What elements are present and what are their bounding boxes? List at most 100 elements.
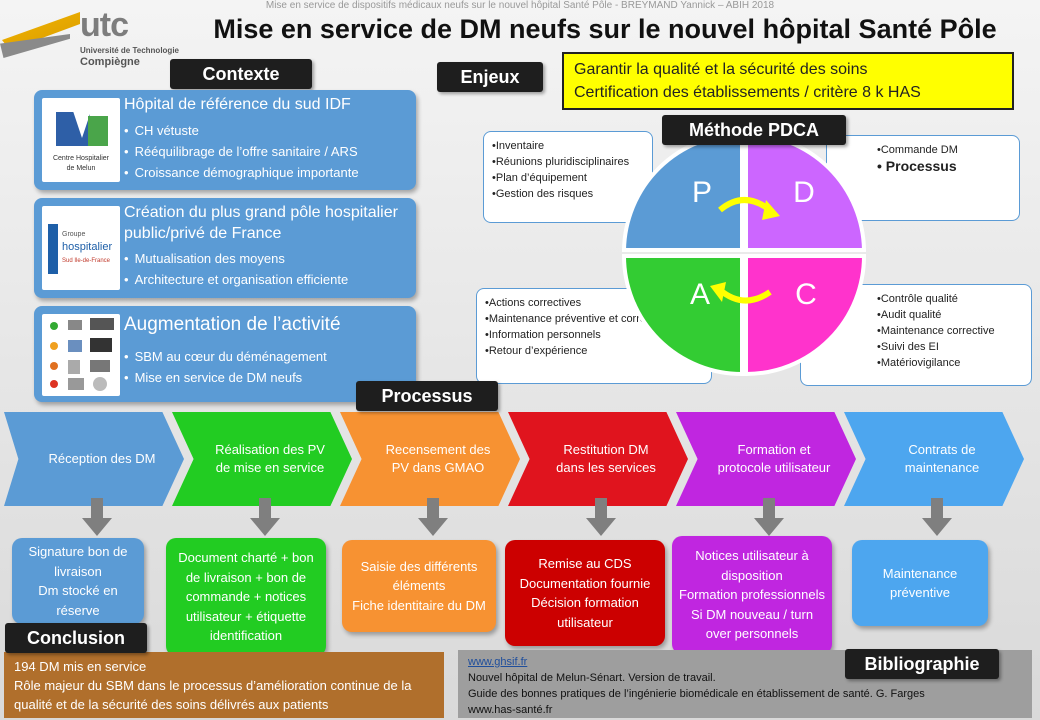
hospital-building-icon: Centre Hospitalier de Melun xyxy=(53,108,110,172)
down-arrow-icon xyxy=(922,498,952,538)
pdca-letter-c: C xyxy=(795,278,817,311)
down-arrow-icon xyxy=(754,498,784,538)
process-result-5: Notices utilisateur à disposition Format… xyxy=(672,536,832,654)
down-arrow-icon xyxy=(418,498,448,538)
group-logo-image: Groupe hospitalier Sud Ile-de-France xyxy=(42,206,120,290)
process-down-arrows xyxy=(0,498,1040,542)
pdca-letter-p: P xyxy=(692,176,712,209)
list-item: Gestion des risques xyxy=(492,186,644,202)
svg-text:Sud Ile-de-France: Sud Ile-de-France xyxy=(62,258,111,264)
bibliography-entry: Guide des bonnes pratiques de l’ingénier… xyxy=(468,688,925,700)
context-card-list: Mutualisation des moyens Architecture et… xyxy=(124,248,349,290)
context-card-activity: Augmentation de l’activité SBM au cœur d… xyxy=(34,306,416,402)
conclusion-line: 194 DM mis en service xyxy=(14,659,147,674)
medical-devices-image xyxy=(42,314,120,396)
list-item: Audit qualité xyxy=(877,307,1023,323)
context-card-list: CH vétuste Rééquilibrage de l’offre sani… xyxy=(124,120,359,183)
cycle-arrow-top-head-icon xyxy=(762,200,780,220)
list-item: Actions correctives xyxy=(485,295,703,311)
processus-label: Processus xyxy=(356,381,498,411)
enjeux-label: Enjeux xyxy=(437,62,543,92)
list-item: Croissance démographique importante xyxy=(124,162,359,183)
process-result-text: Saisie des différents éléments Fiche ide… xyxy=(352,558,486,613)
process-result-6: Maintenance préventive xyxy=(852,540,988,626)
logo-subtitle: Université de Technologie xyxy=(80,46,179,55)
process-result-text: Maintenance préventive xyxy=(882,565,958,601)
cycle-arrow-bottom-icon xyxy=(718,287,772,304)
process-result-1: Signature bon de livraison Dm stocké en … xyxy=(12,538,144,624)
process-step-1: Réception des DM xyxy=(4,412,184,506)
process-step-label: Réalisation des PV de mise en service xyxy=(215,442,325,475)
cycle-arrow-bottom-head-icon xyxy=(710,282,726,302)
context-card-hospital: Centre Hospitalier de Melun Hôpital de r… xyxy=(34,90,416,190)
svg-text:Groupe: Groupe xyxy=(62,231,85,238)
process-result-4: Remise au CDS Documentation fournie Déci… xyxy=(505,540,665,646)
pdca-letter-a: A xyxy=(690,278,710,311)
list-item: Matériovigilance xyxy=(877,355,1023,371)
pdca-wheel: P D A C xyxy=(622,132,866,377)
list-item: Architecture et organisation efficiente xyxy=(124,269,349,290)
list-item: Plan d’équipement xyxy=(492,170,644,186)
list-item: Maintenance corrective xyxy=(877,323,1023,339)
bibliography-label: Bibliographie xyxy=(845,649,999,679)
process-step-6: Contrats de maintenance xyxy=(844,412,1024,506)
down-arrow-icon xyxy=(250,498,280,538)
list-item: Suivi des EI xyxy=(877,339,1023,355)
context-card-title: Hôpital de référence du sud IDF xyxy=(124,96,351,113)
list-item: CH vétuste xyxy=(124,120,359,141)
process-result-text: Signature bon de livraison Dm stocké en … xyxy=(28,544,128,618)
context-card-group: Groupe hospitalier Sud Ile-de-France Cré… xyxy=(34,198,416,298)
conclusion-box: 194 DM mis en service Rôle majeur du SBM… xyxy=(4,652,444,718)
top-caption: Mise en service de dispositifs médicaux … xyxy=(265,0,775,11)
bibliography-entry: Nouvel hôpital de Melun-Sénart. Version … xyxy=(468,672,716,684)
context-card-title: Augmentation de l’activité xyxy=(124,314,341,335)
bibliography-entry: www.has-santé.fr xyxy=(468,704,553,716)
hospital-logo-image: Centre Hospitalier de Melun xyxy=(42,98,120,182)
process-step-label: Restitution DM dans les services xyxy=(556,442,656,475)
process-step-4: Restitution DM dans les services xyxy=(508,412,688,506)
list-item: Inventaire xyxy=(492,138,644,154)
context-card-list: SBM au cœur du déménagement Mise en serv… xyxy=(124,346,327,388)
conclusion-line: Rôle majeur du SBM dans le processus d’a… xyxy=(14,678,412,712)
logo-name: utc xyxy=(80,6,129,44)
logo-city: Compiègne xyxy=(80,56,140,68)
process-result-2: Document charté + bon de livraison + bon… xyxy=(166,538,326,656)
pdca-plan-callout: Inventaire Réunions pluridisciplinaires … xyxy=(483,131,653,223)
list-item: Information personnels xyxy=(485,327,703,343)
svg-text:de Melun: de Melun xyxy=(67,165,96,172)
process-result-text: Remise au CDS Documentation fournie Déci… xyxy=(519,556,651,630)
process-step-label: Réception des DM xyxy=(48,451,156,466)
list-item: Mise en service de DM neufs xyxy=(124,367,327,388)
process-step-5: Formation et protocole utilisateur xyxy=(676,412,856,506)
utc-logo: utc Université de Technologie Compiègne xyxy=(0,6,190,68)
conclusion-label: Conclusion xyxy=(5,623,147,653)
enjeux-box: Garantir la qualité et la sécurité des s… xyxy=(562,52,1014,110)
process-result-text: Document charté + bon de livraison + bon… xyxy=(178,550,314,644)
svg-text:Centre Hospitalier: Centre Hospitalier xyxy=(53,155,110,162)
list-item: Mutualisation des moyens xyxy=(124,248,348,269)
medical-devices-icon xyxy=(50,318,114,391)
pdca-do-callout: Commande DM Processus xyxy=(826,135,1020,221)
pdca-quadrant-a xyxy=(622,254,744,377)
group-hospital-icon: Groupe hospitalier Sud Ile-de-France xyxy=(48,224,112,274)
bibliography-link[interactable]: www.ghsif.fr xyxy=(468,656,528,668)
process-step-label: Contrats de maintenance xyxy=(904,442,980,475)
down-arrow-icon xyxy=(586,498,616,538)
list-item: Rééquilibrage de l’offre sanitaire / ARS xyxy=(124,141,359,162)
process-step-label: Formation et protocole utilisateur xyxy=(717,442,831,475)
list-item-emphasis: Processus xyxy=(877,158,1011,174)
contexte-label: Contexte xyxy=(170,59,312,89)
enjeux-line: Certification des établissements / critè… xyxy=(574,84,921,101)
list-item: Réunions pluridisciplinaires xyxy=(492,154,644,170)
down-arrow-icon xyxy=(82,498,112,538)
enjeux-line: Garantir la qualité et la sécurité des s… xyxy=(574,61,868,78)
poster-title: Mise en service de DM neufs sur le nouve… xyxy=(213,14,997,44)
pdca-quadrant-p xyxy=(622,132,744,252)
pdca-letter-d: D xyxy=(793,176,815,209)
list-item: SBM au cœur du déménagement xyxy=(124,346,327,367)
pdca-label: Méthode PDCA xyxy=(662,115,846,145)
svg-text:hospitalier: hospitalier xyxy=(62,241,112,253)
list-item: Contrôle qualité xyxy=(877,291,1023,307)
list-item: Retour d’expérience xyxy=(485,343,703,359)
process-result-3: Saisie des différents éléments Fiche ide… xyxy=(342,540,496,632)
